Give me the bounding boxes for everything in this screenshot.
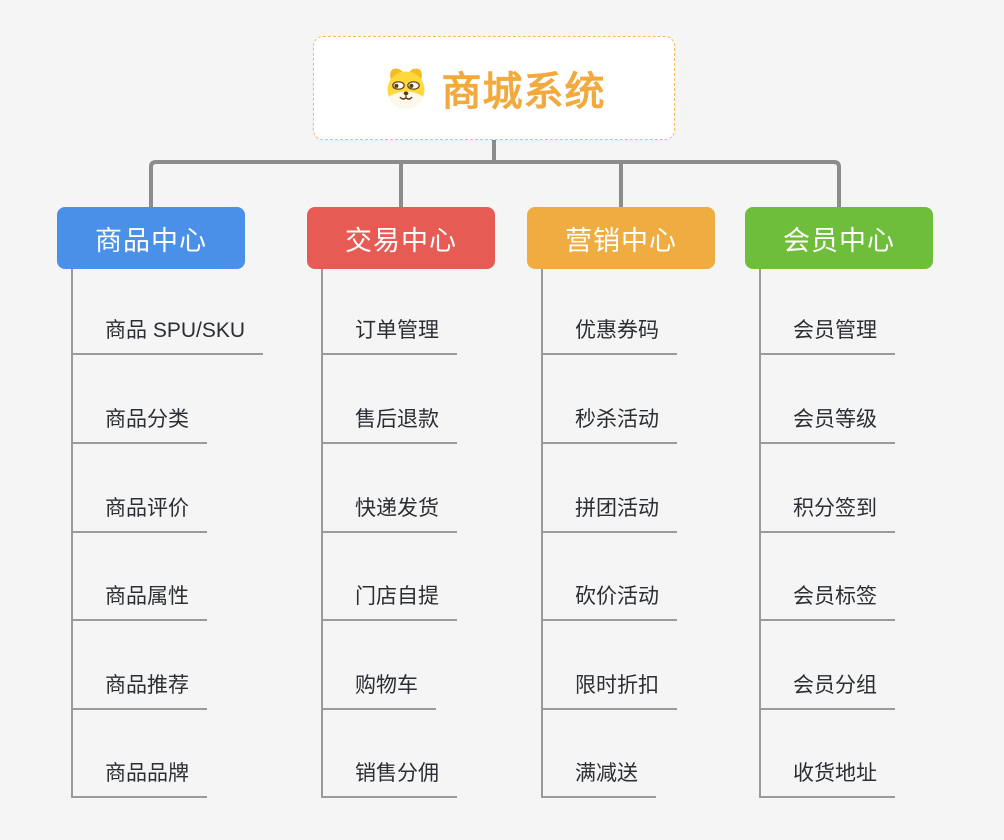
leaf-node[interactable]: 会员标签 [759, 581, 895, 621]
leaf-node[interactable]: 拼团活动 [541, 493, 677, 533]
leaf-node[interactable]: 限时折扣 [541, 670, 677, 710]
leaf-node[interactable]: 售后退款 [321, 404, 457, 444]
leaf-node[interactable]: 收货地址 [759, 758, 895, 798]
leaf-node[interactable]: 满减送 [541, 758, 656, 798]
root-node[interactable]: 商城系统 [313, 36, 675, 140]
root-title: 商城系统 [441, 70, 606, 114]
branch-header-marketing-center[interactable]: 营销中心 [527, 207, 715, 269]
leaf-node[interactable]: 购物车 [321, 670, 436, 710]
leaf-node[interactable]: 优惠券码 [541, 315, 677, 355]
leaf-node[interactable]: 快递发货 [321, 493, 457, 533]
shiba-dog-icon [383, 67, 429, 109]
leaf-node[interactable]: 砍价活动 [541, 581, 677, 621]
branch-header-member-center[interactable]: 会员中心 [745, 207, 933, 269]
leaf-node[interactable]: 订单管理 [321, 315, 457, 355]
leaf-node[interactable]: 商品属性 [71, 581, 207, 621]
leaf-node[interactable]: 销售分佣 [321, 758, 457, 798]
leaf-node[interactable]: 门店自提 [321, 581, 457, 621]
leaf-node[interactable]: 商品品牌 [71, 758, 207, 798]
branch-header-trade-center[interactable]: 交易中心 [307, 207, 495, 269]
leaf-node[interactable]: 商品分类 [71, 404, 207, 444]
leaf-node[interactable]: 会员等级 [759, 404, 895, 444]
root-to-branch-connectors [149, 140, 841, 209]
leaf-node[interactable]: 商品推荐 [71, 670, 207, 710]
leaf-node[interactable]: 秒杀活动 [541, 404, 677, 444]
leaf-node[interactable]: 商品评价 [71, 493, 207, 533]
leaf-node[interactable]: 积分签到 [759, 493, 895, 533]
leaf-node[interactable]: 会员分组 [759, 670, 895, 710]
leaf-node[interactable]: 会员管理 [759, 315, 895, 355]
branch-header-product-center[interactable]: 商品中心 [57, 207, 245, 269]
leaf-node[interactable]: 商品 SPU/SKU [71, 315, 264, 355]
